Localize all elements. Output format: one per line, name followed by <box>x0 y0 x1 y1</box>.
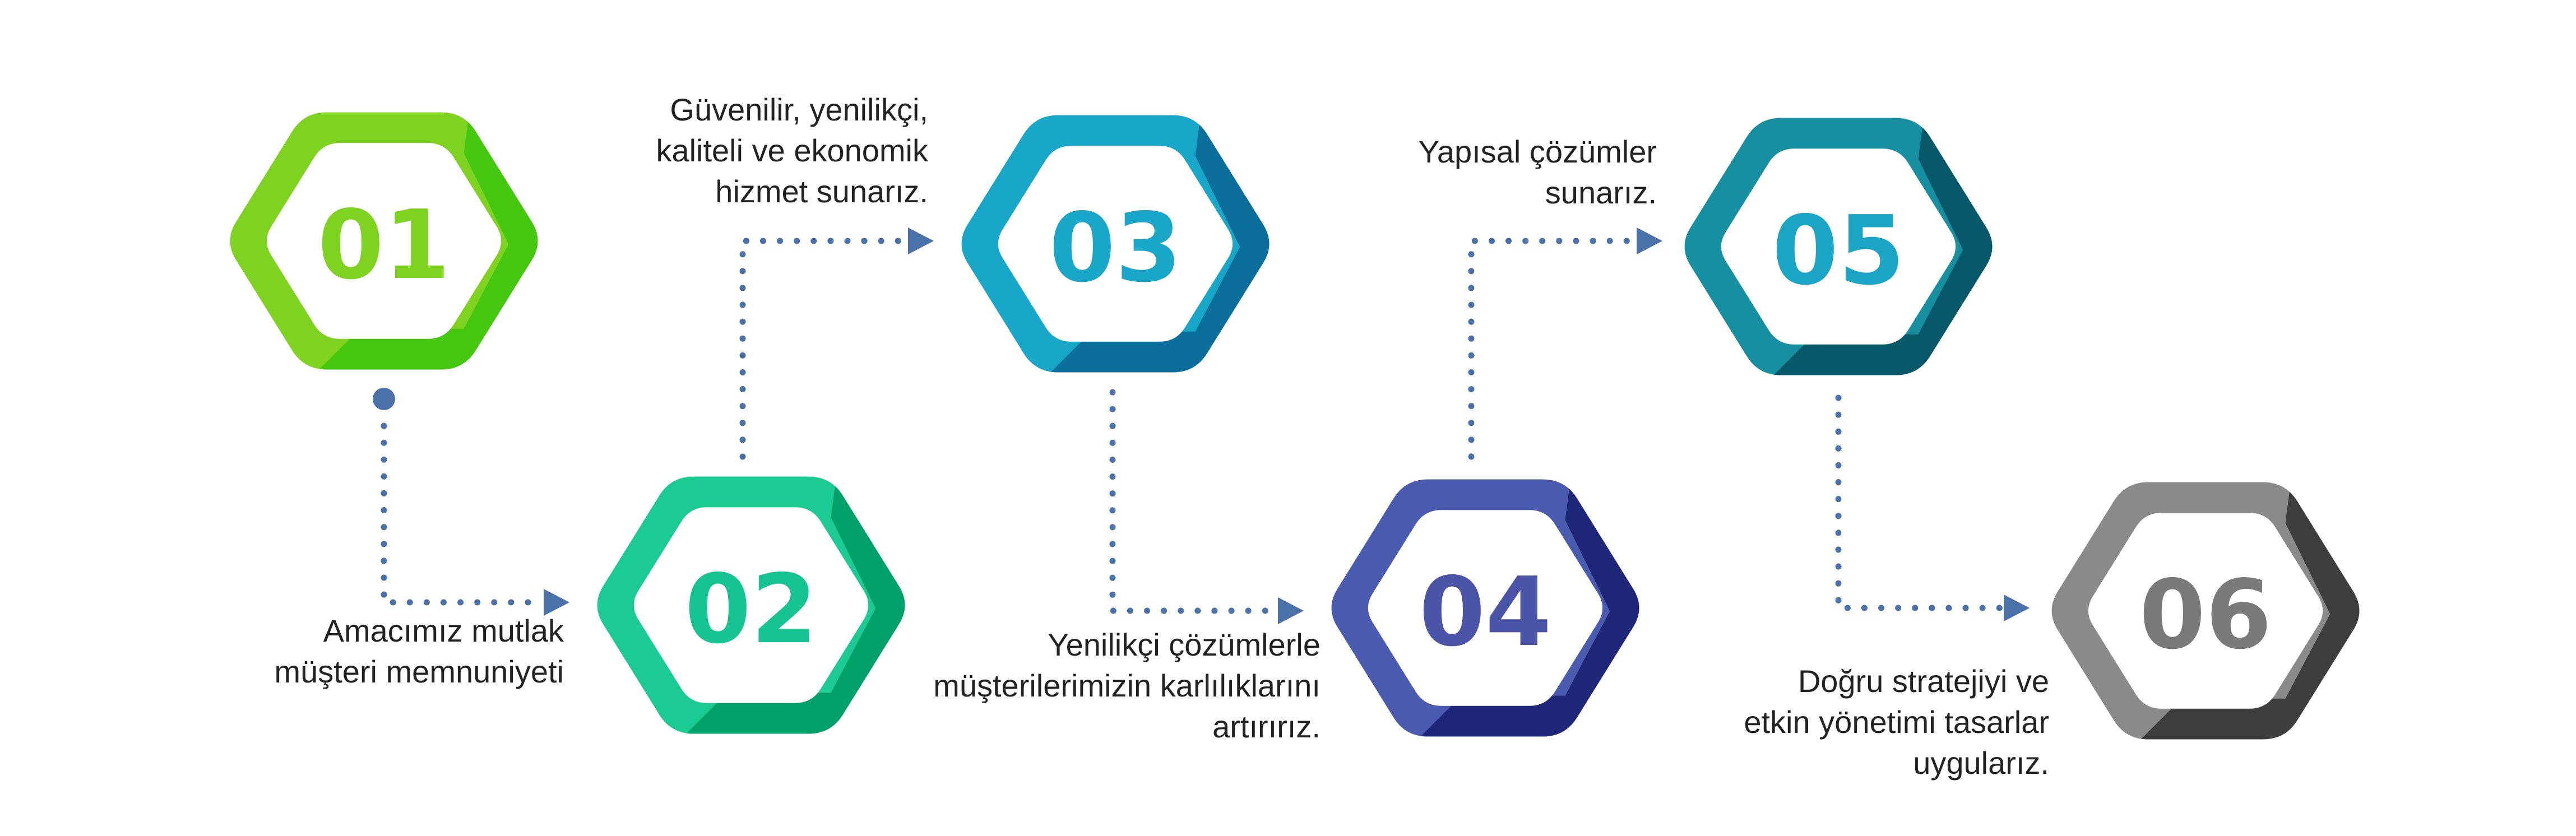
hexagon-shadow <box>1397 479 1639 737</box>
caption-02-line-3: hizmet sunarız. <box>715 173 928 209</box>
step-number-05: 05 <box>1772 196 1905 306</box>
caption-02-line-2: kaliteli ve ekonomik <box>656 132 928 168</box>
hexagons: 01 02 03 04 05 06 <box>230 112 2360 740</box>
step-number-03: 03 <box>1049 193 1182 304</box>
connector-01-02 <box>381 422 544 606</box>
caption-04-line-2: sunarız. <box>1545 174 1657 210</box>
start-dot <box>373 388 395 410</box>
hexagon-shadow <box>1027 115 1270 373</box>
caption-03-line-3: artırırız. <box>1212 708 1321 744</box>
hexagon-step-04: 04 <box>1331 479 1639 737</box>
hexagon-inner <box>266 143 502 339</box>
hexagon-inner <box>1368 510 1603 706</box>
connectors <box>373 227 2030 624</box>
step-number-02: 02 <box>685 554 818 665</box>
hexagon-inner <box>2088 513 2323 709</box>
step-number-01: 01 <box>318 190 451 301</box>
hexagon-shadow <box>296 112 538 370</box>
arrowhead-06 <box>2004 595 2030 621</box>
arrowhead-03 <box>908 227 934 254</box>
hexagon-step-06: 06 <box>2051 482 2360 740</box>
hexagon-shadow <box>1750 118 1993 375</box>
connector-02-03 <box>739 238 909 460</box>
connector-04-05 <box>1468 238 1637 460</box>
caption-02: Güvenilir, yenilikçi, kaliteli ve ekonom… <box>656 90 928 212</box>
hexagon-shadow <box>2118 482 2360 740</box>
connector-03-04 <box>1109 389 1278 614</box>
step-number-04: 04 <box>1419 557 1552 668</box>
arrowhead-04 <box>1278 597 1304 624</box>
caption-05-line-1: Doğru stratejiyi ve <box>1797 663 2049 699</box>
caption-03-line-2: müşterilerimizin karlılıklarını <box>933 667 1321 703</box>
hexagon-step-03: 03 <box>961 115 1270 373</box>
caption-03-line-1: Yenilikçi çözümlerle <box>1048 627 1321 662</box>
connector-05-06 <box>1835 394 2004 611</box>
hexagon-inner <box>1721 148 1956 345</box>
caption-01-line-1: Amacımız mutlak <box>323 613 564 648</box>
caption-01: Amacımız mutlak müşteri memnuniyeti <box>274 611 564 693</box>
hexagon-shadow <box>663 476 905 734</box>
arrowhead-02 <box>544 589 569 616</box>
caption-04: Yapısal çözümler sunarız. <box>1419 132 1657 213</box>
step-number-06: 06 <box>2139 560 2272 671</box>
caption-03: Yenilikçi çözümlerle müşterilerimizin ka… <box>933 625 1321 747</box>
arrowhead-05 <box>1637 227 1662 254</box>
hexagon-inner <box>998 146 1233 342</box>
caption-02-line-1: Güvenilir, yenilikçi, <box>670 92 928 127</box>
hexagon-step-05: 05 <box>1684 118 1993 375</box>
hexagon-step-01: 01 <box>230 112 538 370</box>
caption-05: Doğru stratejiyi ve etkin yönetimi tasar… <box>1744 661 2049 783</box>
caption-05-line-2: etkin yönetimi tasarlar <box>1744 704 2049 740</box>
hexagon-step-02: 02 <box>597 476 905 734</box>
caption-04-line-1: Yapısal çözümler <box>1418 134 1657 169</box>
caption-01-line-2: müşteri memnuniyeti <box>274 653 564 689</box>
caption-05-line-3: uygularız. <box>1913 745 2049 781</box>
hexagon-inner <box>633 507 869 703</box>
